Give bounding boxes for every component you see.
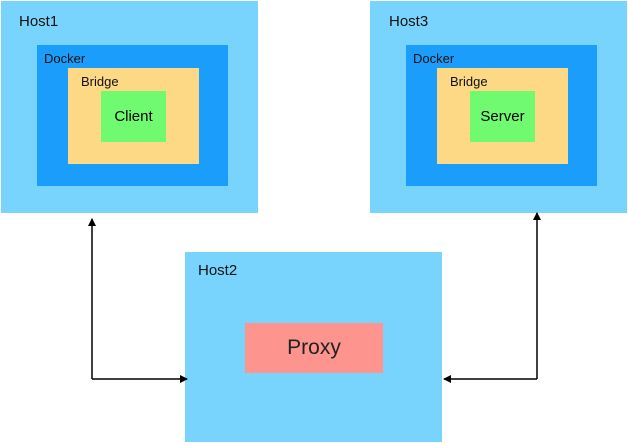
client-box: Client: [101, 91, 166, 142]
host1-label: Host1: [19, 13, 59, 30]
host1-docker-label: Docker: [44, 51, 86, 66]
host3-label: Host3: [389, 13, 429, 30]
proxy-box: Proxy: [245, 323, 383, 373]
host1-bridge-label: Bridge: [81, 74, 119, 89]
host3-bridge-label: Bridge: [450, 74, 488, 89]
server-label: Server: [480, 108, 525, 125]
server-box: Server: [470, 91, 535, 142]
host3-docker-label: Docker: [413, 51, 455, 66]
host2-label: Host2: [198, 262, 238, 279]
proxy-label: Proxy: [287, 336, 341, 359]
host1-bridge-box: Bridge: [68, 68, 199, 164]
client-label: Client: [114, 108, 153, 125]
